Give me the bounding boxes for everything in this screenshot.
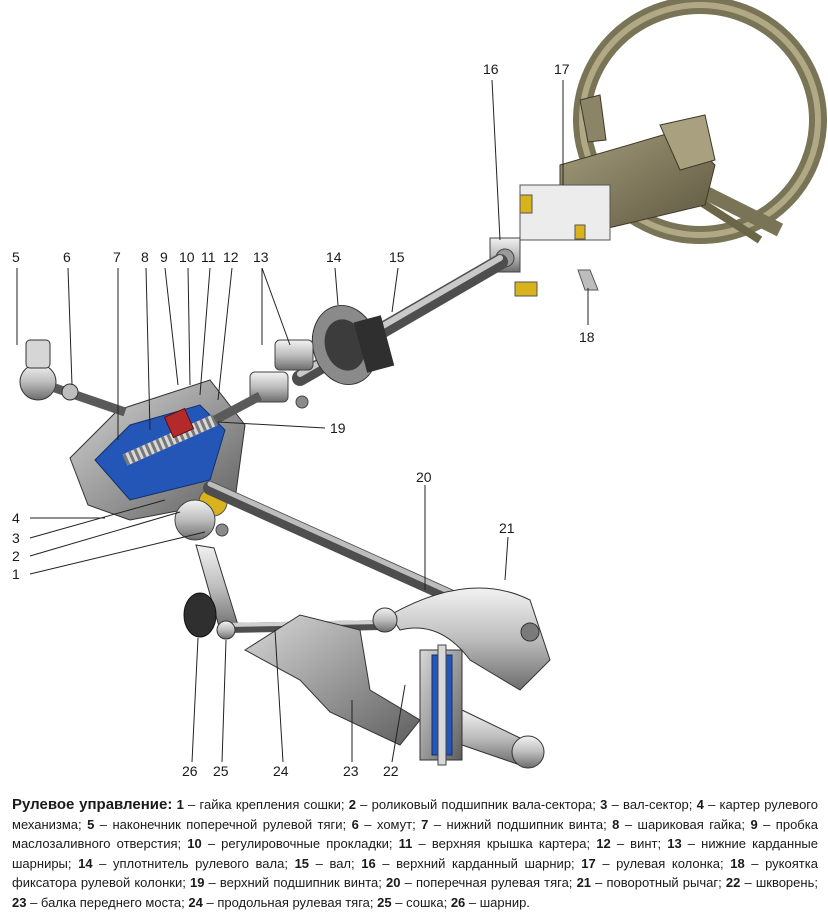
callout-22: 22 (383, 763, 399, 779)
callout-11: 11 (201, 249, 216, 265)
caption-item-text: – продольная рулевая тяга; (202, 894, 374, 910)
caption-title: Рулевое управление: (12, 796, 173, 813)
steering-wheel (573, 0, 827, 244)
steering-knuckle-arm (389, 587, 551, 691)
caption-item-text: – вал; (309, 855, 355, 871)
caption-item-text: – пробка маслозаливного отверстия; (12, 816, 818, 852)
callout-24: 24 (273, 763, 289, 779)
caption-item-text: – регулировочные прокладки; (201, 836, 393, 851)
wheel-hub (461, 709, 545, 769)
caption-item-text: – картер рулевого механизма; (12, 797, 818, 832)
lower-universal-joints (249, 339, 314, 409)
shaft-seal (311, 304, 395, 386)
caption-item-number: 14 (78, 855, 93, 871)
caption-item-text: – роликовый подшипник вала-сектора; (355, 797, 596, 812)
tie-rod-end (19, 339, 127, 417)
caption-item-number: 8 (612, 816, 620, 832)
caption-item-text: – рулевая колонка; (595, 855, 724, 871)
callout-26: 26 (182, 763, 198, 779)
caption-item-text: – гайка крепления сошки; (183, 797, 345, 812)
caption-item-text: – вал-сектор; (607, 797, 693, 812)
callout-5: 5 (12, 249, 20, 265)
figure-caption: Рулевое управление: 1 – гайка крепления … (12, 795, 818, 912)
kingpin (419, 644, 463, 766)
caption-item-text: – наконечник поперечной рулевой тяги; (94, 816, 347, 832)
callout-3: 3 (12, 530, 20, 546)
caption-item-number: 20 (386, 875, 401, 890)
caption-item-number: 26 (450, 894, 466, 910)
caption-item-number: 19 (189, 875, 205, 890)
caption-item-text: – шарнир. (465, 894, 530, 910)
caption-item-number: 11 (398, 836, 413, 851)
caption-item-number: 1 (176, 797, 184, 812)
caption-item-text: – поворотный рычаг; (591, 875, 722, 890)
steering-column (514, 94, 716, 297)
caption-item-number: 25 (377, 894, 392, 910)
callout-1: 1 (12, 566, 20, 582)
cross-tie-rod (203, 481, 477, 612)
callout-16: 16 (483, 61, 499, 77)
callout-19: 19 (330, 420, 346, 436)
caption-item-text: – балка переднего моста; (26, 894, 185, 910)
caption-item-text: – верхний карданный шарнир; (375, 855, 575, 871)
front-axle-beam (244, 614, 421, 746)
caption-item-text: – шкворень; (740, 875, 818, 890)
caption-item-text: – поперечная рулевая тяга; (400, 875, 573, 890)
callout-17: 17 (554, 61, 570, 77)
caption-item-number: 10 (187, 836, 202, 851)
screw-shaft (212, 392, 263, 424)
callout-4: 4 (12, 510, 20, 526)
callout-6: 6 (63, 249, 71, 265)
caption-item-text: – верхняя крышка картера; (412, 836, 591, 851)
caption-item-text: – рукоятка фиксатора рулевой колонки; (12, 855, 818, 891)
caption-item-number: 17 (581, 855, 596, 871)
caption-item-number: 2 (348, 797, 356, 812)
caption-item-text: – винт; (610, 836, 662, 851)
callout-18: 18 (579, 329, 595, 345)
caption-item-text: – шариковая гайка; (619, 816, 745, 832)
caption-item-number: 12 (596, 836, 611, 851)
callout-7: 7 (113, 249, 121, 265)
callout-9: 9 (160, 249, 168, 265)
caption-item-text: – верхний подшипник винта; (204, 875, 382, 890)
caption-item-number: 18 (730, 855, 745, 871)
callout-numbers: 5 6 7 8 9 10 11 12 13 14 15 16 17 18 19 … (12, 61, 595, 779)
caption-item-number: 22 (725, 875, 741, 890)
callout-23: 23 (343, 763, 359, 779)
ball-joint (183, 592, 236, 640)
caption-item-number: 15 (294, 855, 310, 871)
callout-20: 20 (416, 469, 432, 485)
steering-system-diagram: 5 6 7 8 9 10 11 12 13 14 15 16 17 18 19 … (12, 0, 827, 779)
callout-25: 25 (213, 763, 229, 779)
caption-item-number: 9 (750, 816, 758, 832)
callout-10: 10 (179, 249, 195, 265)
callout-14: 14 (326, 249, 342, 265)
caption-item-number: 21 (576, 875, 592, 890)
caption-item-number: 23 (12, 894, 27, 910)
caption-item-text: – уплотнитель рулевого вала; (92, 855, 288, 871)
caption-item-number: 13 (667, 836, 682, 851)
caption-items: 1 – гайка крепления сошки; 2 – роликовый… (12, 797, 818, 910)
caption-item-text: – хомут; (358, 816, 416, 832)
caption-item-number: 4 (696, 797, 704, 812)
caption-item-number: 5 (87, 816, 95, 832)
callout-8: 8 (141, 249, 149, 265)
caption-item-number: 7 (421, 816, 429, 832)
callout-15: 15 (389, 249, 405, 265)
callout-13: 13 (253, 249, 269, 265)
caption-item-text: – нижние карданные шарниры; (12, 836, 818, 871)
caption-item-number: 24 (188, 894, 203, 910)
caption-item-text: – сошка; (391, 894, 448, 910)
caption-item-number: 3 (600, 797, 608, 812)
caption-item-text: – нижний подшипник винта; (428, 816, 607, 832)
callout-21: 21 (499, 520, 515, 536)
caption-item-number: 16 (361, 855, 376, 871)
callout-2: 2 (12, 548, 20, 564)
steering-gear-housing (69, 379, 246, 541)
caption-item-number: 6 (351, 816, 359, 832)
callout-12: 12 (223, 249, 239, 265)
leader-lines (16, 79, 589, 763)
